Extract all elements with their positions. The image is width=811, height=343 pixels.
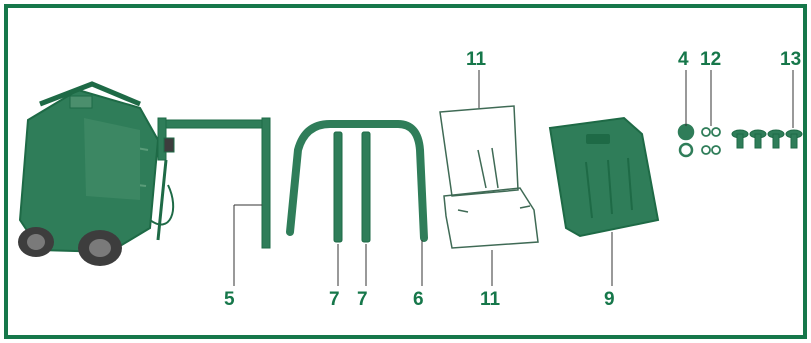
lower-handle-icon xyxy=(158,118,270,248)
grass-bag-frame-icon xyxy=(440,106,538,248)
grass-bag-cover-icon xyxy=(550,118,658,236)
part-label-11-top: 11 xyxy=(466,50,486,69)
part-label-11-bottom: 11 xyxy=(480,290,500,309)
lower-tube-icon xyxy=(334,132,370,242)
handle-bar-icon xyxy=(290,124,424,238)
part-label-9: 9 xyxy=(604,290,615,309)
part-label-4: 4 xyxy=(678,50,689,69)
part-label-7a: 7 xyxy=(329,290,340,309)
part-label-6: 6 xyxy=(413,290,424,309)
part-label-5: 5 xyxy=(224,290,235,309)
part-label-7b: 7 xyxy=(357,290,368,309)
leader-lines xyxy=(234,70,793,286)
clip-icon xyxy=(702,128,720,154)
part-label-12: 12 xyxy=(700,50,721,69)
bolt-icon xyxy=(679,125,693,156)
part-label-13: 13 xyxy=(780,50,801,69)
lawn-scarifier-body-icon xyxy=(18,84,173,266)
knob-icon xyxy=(732,130,802,148)
